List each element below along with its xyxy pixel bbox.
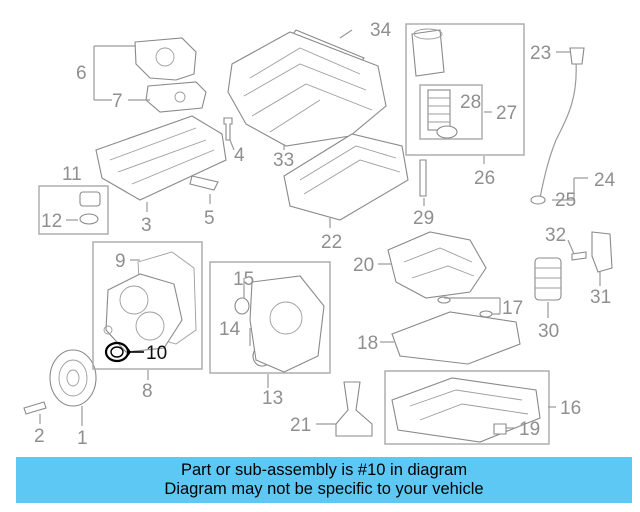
label-32: 32 [545, 225, 566, 246]
label-23: 23 [530, 43, 551, 64]
label-26: 26 [474, 168, 495, 189]
label-9: 9 [115, 251, 126, 272]
label-14: 14 [219, 319, 241, 340]
part-16-oil-pan [391, 377, 541, 443]
info-banner: Part or sub-assembly is #10 in diagram D… [16, 457, 632, 503]
part-12-seal [79, 213, 99, 225]
label-18: 18 [357, 333, 378, 354]
part-21-oil-level-sensor [335, 381, 373, 437]
part-27-filter-element [427, 89, 451, 131]
label-15: 15 [233, 269, 254, 290]
label-20: 20 [353, 255, 374, 276]
label-3: 3 [141, 215, 152, 236]
box-11-12 [38, 185, 109, 235]
part-19-drain-bolt [493, 423, 507, 435]
leader-lines [39, 29, 601, 429]
label-31: 31 [590, 287, 611, 308]
label-33: 33 [273, 150, 294, 171]
part-30-oil-cooler [534, 257, 562, 301]
banner-line-disclaimer: Diagram may not be specific to your vehi… [164, 480, 484, 498]
callout-labels: 34 6 7 4 33 23 28 27 26 24 25 11 12 3 5 … [34, 20, 616, 449]
part-7-plate [145, 81, 207, 113]
part-15-seal [234, 297, 250, 315]
part-17-seal-b [479, 310, 493, 318]
part-11-cap [79, 191, 101, 207]
part-32-bolt [571, 251, 587, 261]
label-12: 12 [41, 211, 62, 232]
label-28: 28 [460, 92, 481, 113]
label-34: 34 [370, 20, 392, 41]
box-27-group [419, 84, 483, 140]
part-13-timing-cover [249, 275, 325, 373]
part-26-filter-housing [411, 29, 445, 77]
part-drawings [23, 28, 613, 443]
label-21: 21 [290, 415, 311, 436]
label-8: 8 [142, 381, 153, 402]
label-10: 10 [146, 343, 167, 364]
part-22-housing [283, 133, 409, 221]
part-25-seal [530, 195, 546, 205]
label-22: 22 [321, 232, 342, 253]
part-23-dipstick-handle [569, 47, 585, 65]
label-11: 11 [62, 164, 82, 185]
label-6: 6 [76, 63, 87, 84]
part-24-dipstick [539, 61, 577, 199]
label-30: 30 [538, 321, 559, 342]
part-20-front-cover [387, 231, 487, 299]
part-3-valve-cover [95, 115, 227, 201]
part-28-o-ring [436, 125, 458, 139]
label-17: 17 [502, 298, 523, 319]
label-27: 27 [496, 103, 517, 124]
label-7: 7 [112, 91, 123, 112]
part-29-plug [419, 159, 427, 197]
label-29: 29 [413, 208, 434, 229]
label-1: 1 [77, 428, 88, 449]
part-1-pulley [49, 349, 97, 407]
part-4-bolt [223, 117, 233, 141]
box-13-group [209, 261, 331, 374]
banner-line-part-number: Part or sub-assembly is #10 in diagram [180, 461, 468, 479]
part-5-bracket [189, 175, 219, 191]
label-2: 2 [34, 426, 45, 447]
label-4: 4 [234, 145, 245, 166]
part-10-crankshaft-seal [104, 341, 130, 363]
label-13: 13 [262, 388, 283, 409]
label-24: 24 [594, 170, 616, 191]
label-25: 25 [555, 190, 576, 211]
part-2-bolt [23, 401, 47, 415]
exploded-parts-diagram: 34 6 7 4 33 23 28 27 26 24 25 11 12 3 5 … [23, 20, 616, 449]
part-18-pan-gasket [391, 311, 521, 365]
label-16: 16 [560, 398, 581, 419]
box-26-group [405, 23, 525, 156]
label-19: 19 [519, 419, 540, 440]
part-6-cover [134, 37, 197, 81]
box-8-group [92, 241, 203, 370]
part-31-bracket [591, 231, 613, 273]
label-5: 5 [204, 208, 215, 229]
